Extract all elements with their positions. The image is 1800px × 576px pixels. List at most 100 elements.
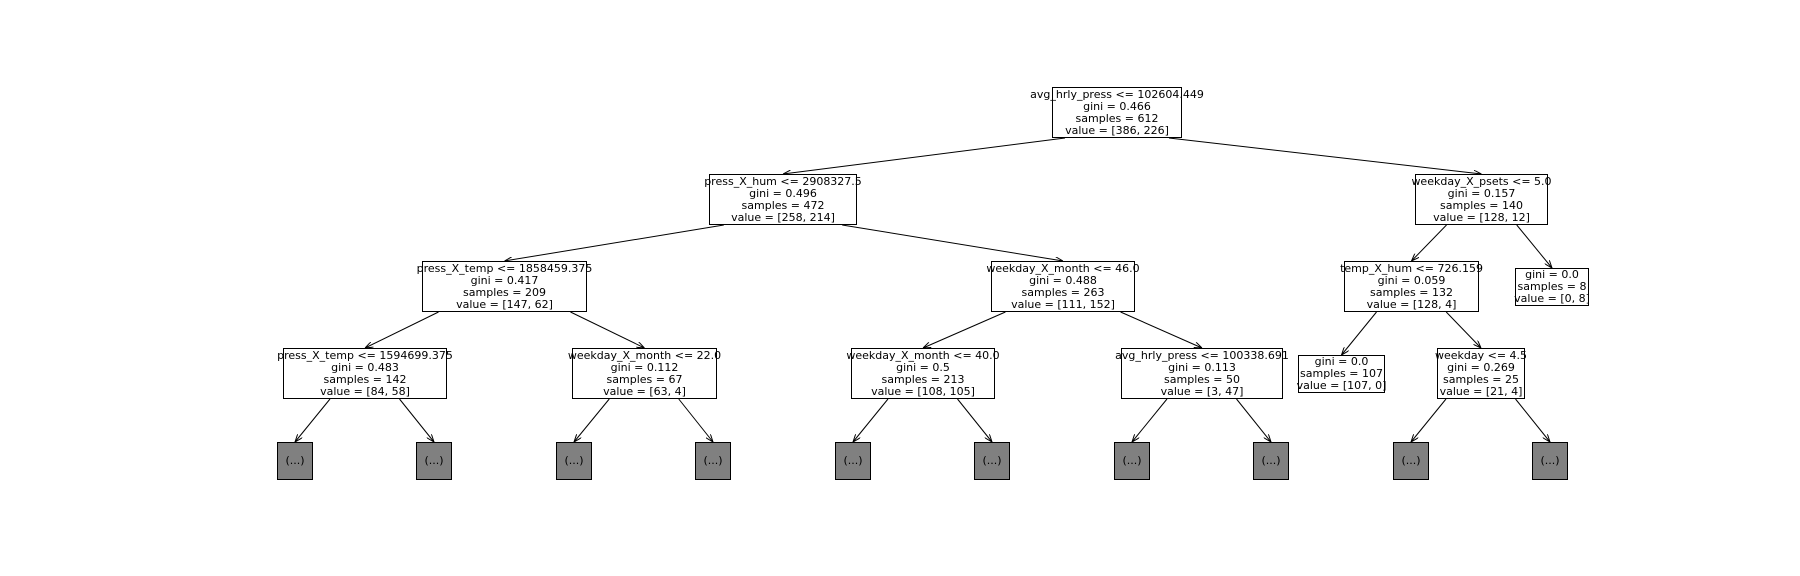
node-text-line: gini = 0.157 — [1447, 186, 1516, 200]
node-text-line: gini = 0.488 — [1029, 273, 1097, 287]
edge-n8-t3 — [574, 398, 610, 442]
node-text-line: value = [107, 0] — [1296, 379, 1387, 392]
node-text-line: value = [258, 214] — [731, 210, 835, 224]
edge-n3-n8 — [570, 311, 645, 348]
node-text-line: samples = 209 — [463, 285, 546, 299]
truncated-node: (...) — [1114, 442, 1150, 480]
node-text-line: samples = 107 — [1300, 367, 1383, 380]
node-text-line: value = [0, 8] — [1514, 292, 1590, 305]
node-text-line: (...) — [982, 454, 1002, 467]
node-text-line: samples = 25 — [1443, 372, 1519, 386]
node-text-line: weekday_X_month <= 40.0 — [846, 348, 1000, 362]
node-text-line: gini = 0.496 — [749, 186, 817, 200]
edge-n10-t8 — [1236, 398, 1272, 442]
truncated-node: (...) — [695, 442, 731, 480]
node-text-line: samples = 263 — [1021, 285, 1105, 299]
node-text-line: samples = 142 — [323, 372, 407, 386]
truncated-node: (...) — [1253, 442, 1289, 480]
edge-n1-n3 — [505, 224, 724, 261]
node-text-line: temp_X_hum <= 726.159 — [1340, 261, 1483, 275]
node-text-line: samples = 140 — [1440, 198, 1523, 212]
node-text-line: gini = 0.112 — [610, 360, 679, 374]
node-text-line: value = [84, 58] — [320, 384, 410, 398]
truncated-node: (...) — [277, 442, 313, 480]
node-text-line: samples = 67 — [606, 372, 683, 386]
node-text-line: (...) — [1261, 454, 1281, 467]
node-text-line: samples = 472 — [741, 198, 825, 212]
node-text-line: gini = 0.269 — [1447, 360, 1515, 374]
node-text-line: avg_hrly_press <= 102604.449 — [1030, 87, 1204, 101]
node-text-line: value = [128, 12] — [1433, 210, 1530, 224]
node-text-line: samples = 8 — [1517, 280, 1587, 293]
node-text-line: gini = 0.417 — [470, 273, 539, 287]
node-text-line: value = [111, 152] — [1011, 297, 1115, 311]
node-text-line: samples = 132 — [1370, 285, 1453, 299]
edge-n1-n4 — [842, 224, 1063, 261]
truncated-node: (...) — [974, 442, 1010, 480]
node-text-line: gini = 0.483 — [331, 360, 399, 374]
edge-n4-n10 — [1120, 311, 1202, 348]
node-text-line: samples = 50 — [1164, 372, 1240, 386]
truncated-node: (...) — [1393, 442, 1429, 480]
node-text-line: press_X_hum <= 2908327.5 — [704, 174, 862, 188]
edge-n0-n1 — [783, 137, 1066, 174]
node-text-line: value = [386, 226] — [1065, 123, 1169, 137]
edge-n5-n12 — [1445, 311, 1481, 348]
node-text-line: avg_hrly_press <= 100338.691 — [1115, 348, 1289, 362]
node-text-line: gini = 0.0 — [1525, 268, 1579, 281]
node-text-line: gini = 0.0 — [1314, 355, 1369, 368]
edge-n7-t2 — [399, 398, 435, 442]
node-text-line: (...) — [424, 454, 444, 467]
node-text-line: gini = 0.059 — [1377, 273, 1446, 287]
edge-n9-t5 — [853, 398, 889, 442]
node-text-line: gini = 0.5 — [896, 360, 950, 374]
node-text-line: weekday_X_psets <= 5.0 — [1411, 174, 1552, 188]
node-text-line: value = [63, 4] — [603, 384, 686, 398]
node-text-line: weekday_X_month <= 46.0 — [986, 261, 1140, 275]
edge-n7-t1 — [295, 398, 331, 442]
truncated-node: (...) — [835, 442, 871, 480]
node-text-line: (...) — [1540, 454, 1560, 467]
node-text-line: value = [3, 47] — [1160, 384, 1244, 398]
edge-n2-n6 — [1516, 224, 1552, 268]
node-text-line: press_X_temp <= 1594699.375 — [277, 348, 453, 362]
node-text-line: value = [147, 62] — [456, 297, 553, 311]
edge-n10-t7 — [1132, 398, 1168, 442]
node-text-line: value = [108, 105] — [871, 384, 975, 398]
node-text-line: (...) — [1401, 454, 1421, 467]
node-text-line: (...) — [843, 454, 863, 467]
edge-n12-t10 — [1515, 398, 1551, 442]
truncated-node: (...) — [1532, 442, 1568, 480]
node-text-line: samples = 213 — [881, 372, 965, 386]
node-text-line: press_X_temp <= 1858459.375 — [416, 261, 593, 275]
node-text-line: (...) — [1122, 454, 1142, 467]
truncated-node: (...) — [416, 442, 452, 480]
node-text-line: (...) — [564, 454, 584, 467]
edge-n0-n2 — [1168, 137, 1482, 174]
node-text-line: (...) — [703, 454, 723, 467]
node-text-line: samples = 612 — [1075, 111, 1159, 125]
node-text-line: gini = 0.113 — [1168, 360, 1236, 374]
edge-n2-n5 — [1412, 224, 1447, 261]
node-text-line: gini = 0.466 — [1083, 99, 1151, 113]
edge-n4-n9 — [923, 311, 1006, 348]
edge-n3-n7 — [365, 311, 439, 348]
truncated-node: (...) — [556, 442, 592, 480]
node-text-line: value = [128, 4] — [1366, 297, 1457, 311]
edge-n5-n11 — [1342, 311, 1377, 355]
node-text-line: weekday <= 4.5 — [1434, 348, 1528, 362]
edge-n12-t9 — [1411, 398, 1447, 442]
